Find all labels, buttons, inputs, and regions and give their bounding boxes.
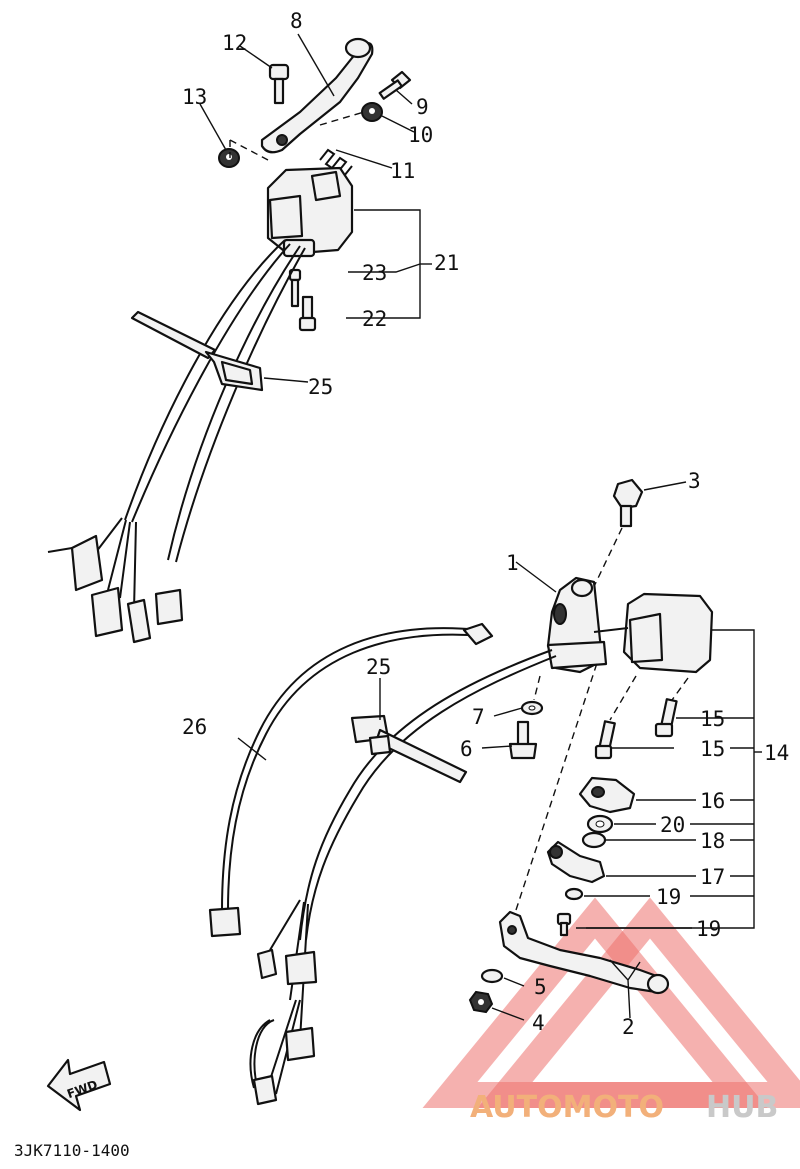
callout-3: 3 [688,469,701,493]
watermark-text: AUTOMOTO HUB [470,1090,778,1125]
callout-6: 6 [460,737,473,761]
screw-23-part [298,295,317,332]
callout-14: 14 [764,741,789,765]
watermark-part1: AUTOMOTO [470,1090,664,1125]
bolt-3-part [612,478,644,528]
callout-25-upper: 25 [308,375,333,399]
callout-18: 18 [700,829,725,853]
callout-24: 23 [362,261,387,285]
watermark-logo-icon [422,897,800,1108]
callout-12: 12 [222,31,247,55]
brake-lever-part [260,37,374,154]
nut-4-part [468,990,494,1014]
clutch-lever-part [498,910,670,995]
callout-23: 22 [362,307,387,331]
master-cylinder-part [546,576,608,674]
callout-21: 20 [660,813,685,837]
watermark-part2: HUB [706,1090,778,1125]
right-wiring-harness-part [249,649,557,1106]
fwd-arrow-icon: FWD [46,1058,112,1112]
callout-26: 26 [182,715,207,739]
callout-17: 17 [700,865,725,889]
callout-19: 19 [696,917,721,941]
callout-22: 21 [434,251,459,275]
washer-5-part [480,968,504,984]
callout-16: 16 [700,789,725,813]
bolt-6-part [508,720,538,760]
screw-9-part [378,70,412,100]
screw-19-part [556,912,572,937]
switch-part-17 [546,840,606,884]
cable-tie-25-lower-part [350,714,468,784]
callout-5: 5 [534,975,547,999]
washer-18-part [581,831,607,849]
callout-10: 10 [408,123,433,147]
callout-15a: 15 [700,707,725,731]
callout-25-lower: 25 [366,655,391,679]
callout-20: 19 [656,885,681,909]
callout-8: 8 [290,9,303,33]
nut-10-part [361,102,383,122]
washer-21-part [586,814,614,834]
clip-20-part [564,887,584,901]
callout-15b: 15 [700,737,725,761]
right-switch-housing-part [593,592,714,674]
callout-7: 7 [472,705,485,729]
washer-7-part [520,700,544,716]
diagram-code: 3JK7110-1400 [14,1141,130,1160]
left-wiring-harness-part [47,239,306,644]
leader-lines [199,33,762,1021]
callout-11: 11 [390,159,415,183]
callout-labels: 8 12 13 9 10 11 21 23 22 25 3 1 25 26 7 … [182,9,789,1039]
screw-15a-part [654,698,678,738]
screw-15b-part [594,720,616,760]
callout-9: 9 [416,95,429,119]
nut-13-part [218,148,240,168]
callout-13: 13 [182,85,207,109]
wire-lead-26-part [208,622,494,938]
bolt-12-part [268,63,290,105]
switch-part-16 [578,776,636,814]
callout-1: 1 [506,551,519,575]
callout-2: 2 [622,1015,635,1039]
screw-24-part [288,268,302,308]
cable-tie-25-upper-part [130,310,264,392]
left-switch-housing-part [266,166,354,258]
callout-4: 4 [532,1011,545,1035]
